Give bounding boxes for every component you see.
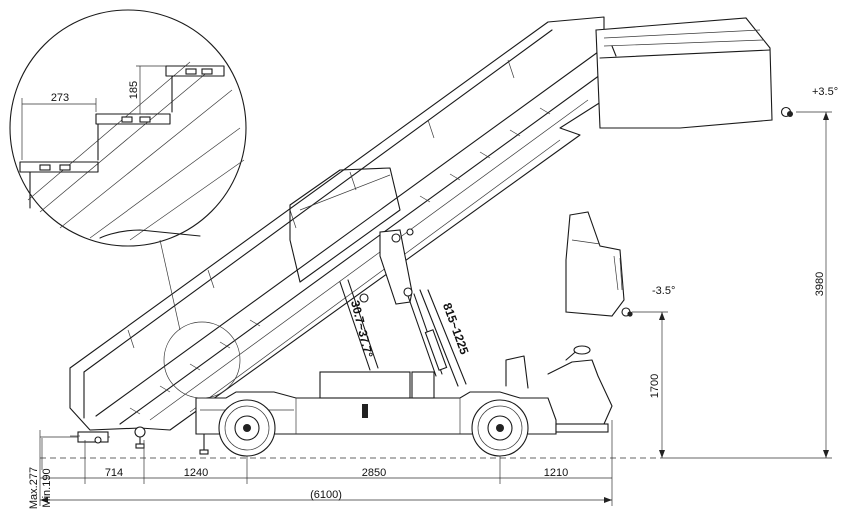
stroke-range-label: 815~1225 <box>440 301 472 357</box>
dim-1210: 1210 <box>544 467 568 479</box>
step-rise-label: 185 <box>128 81 140 99</box>
dimension-lines <box>39 111 832 506</box>
tilt-up-label: +3.5° <box>812 86 838 98</box>
dim-min-height: 1700 <box>649 374 661 398</box>
driver-cab <box>505 345 613 433</box>
low-platform <box>565 211 633 317</box>
stair-foot <box>70 426 146 444</box>
dim-1240: 1240 <box>184 467 208 479</box>
top-platform <box>595 17 793 129</box>
tilt-down-label: -3.5° <box>652 285 675 297</box>
chassis <box>135 371 557 455</box>
lift-mechanism <box>339 228 467 387</box>
staircase <box>69 16 605 431</box>
dim-overall-length: (6100) <box>310 489 342 501</box>
dim-2850: 2850 <box>362 467 386 479</box>
ground-clearance-max: Max.277 <box>28 467 40 509</box>
dim-714: 714 <box>105 467 123 479</box>
angle-range-label: 30.7~37.7° <box>348 299 376 359</box>
ground-clearance-min: Min.190 <box>41 468 53 507</box>
detail-magnifier <box>9 9 247 399</box>
rear-wheel <box>471 399 529 457</box>
front-wheel <box>218 399 276 457</box>
step-depth-label: 273 <box>51 92 69 104</box>
dim-max-height: 3980 <box>814 272 826 296</box>
